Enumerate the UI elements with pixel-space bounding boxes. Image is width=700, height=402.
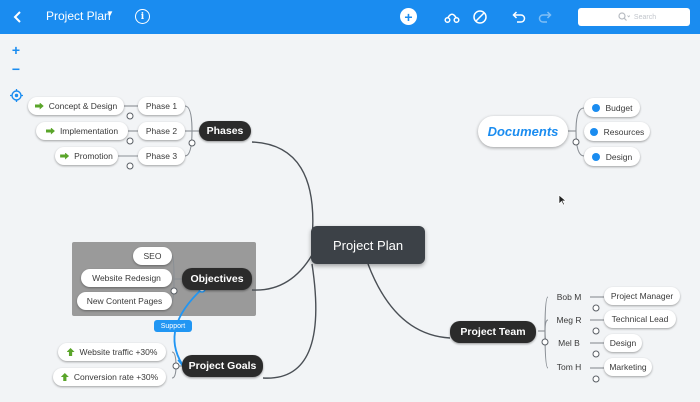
no-style-icon[interactable] — [472, 9, 488, 25]
up-arrow-icon — [66, 348, 75, 356]
center-map-icon[interactable] — [7, 86, 25, 104]
search-placeholder: Search — [633, 13, 657, 21]
relationship-link-icon[interactable] — [444, 9, 460, 25]
redo-icon[interactable] — [537, 9, 553, 25]
implementation-task[interactable]: Implementation — [36, 122, 128, 140]
undo-icon[interactable] — [511, 9, 527, 25]
search-input[interactable]: Search — [578, 8, 690, 26]
support-relationship-label[interactable]: Support — [154, 320, 192, 332]
top-toolbar: Project Plan ▼ i + Search — [0, 0, 700, 34]
team-member-role[interactable]: Marketing — [604, 358, 652, 376]
task-arrow-icon — [60, 152, 70, 160]
phase-1-node[interactable]: Phase 1 — [138, 97, 185, 115]
bullet-dot-icon — [589, 127, 598, 136]
add-topic-button[interactable]: + — [400, 8, 417, 25]
task-arrow-icon — [34, 102, 44, 110]
seo-node[interactable]: SEO — [133, 247, 172, 265]
team-member-name[interactable]: Tom H — [556, 362, 582, 372]
team-member-role[interactable]: Project Manager — [604, 287, 680, 305]
phase-2-node[interactable]: Phase 2 — [138, 122, 185, 140]
website-redesign-node[interactable]: Website Redesign — [81, 269, 172, 287]
bullet-dot-icon — [591, 152, 600, 161]
conversion-rate-goal[interactable]: Conversion rate +30% — [53, 368, 166, 386]
project-goals-topic[interactable]: Project Goals — [182, 355, 263, 377]
document-title[interactable]: Project Plan — [46, 9, 111, 23]
promotion-task[interactable]: Promotion — [55, 147, 118, 165]
info-icon[interactable]: i — [135, 9, 150, 24]
phase-3-node[interactable]: Phase 3 — [138, 147, 185, 165]
mouse-cursor-icon — [558, 193, 567, 211]
title-dropdown-caret-icon[interactable]: ▼ — [106, 9, 114, 18]
phases-topic[interactable]: Phases — [199, 121, 251, 141]
team-member-role[interactable]: Design — [604, 334, 642, 352]
new-content-pages-node[interactable]: New Content Pages — [77, 292, 172, 310]
objectives-topic[interactable]: Objectives — [182, 268, 252, 290]
concept-design-task[interactable]: Concept & Design — [28, 97, 124, 115]
documents-topic[interactable]: Documents — [478, 116, 568, 147]
zoom-out-button[interactable]: − — [11, 61, 21, 77]
search-icon — [618, 12, 630, 21]
design-document-node[interactable]: Design — [584, 147, 640, 166]
team-member-name[interactable]: Mel B — [558, 338, 580, 348]
bullet-dot-icon — [591, 103, 600, 112]
task-arrow-icon — [45, 127, 55, 135]
zoom-in-button[interactable]: + — [11, 42, 21, 58]
back-chevron-icon[interactable] — [8, 6, 28, 28]
team-member-role[interactable]: Technical Lead — [604, 310, 676, 328]
project-team-topic[interactable]: Project Team — [450, 321, 536, 343]
up-arrow-icon — [60, 373, 69, 381]
team-member-name[interactable]: Meg R — [556, 315, 582, 325]
budget-node[interactable]: Budget — [584, 98, 640, 117]
team-member-name[interactable]: Bob M — [556, 292, 582, 302]
website-traffic-goal[interactable]: Website traffic +30% — [58, 343, 166, 361]
resources-node[interactable]: Resources — [584, 122, 650, 141]
central-topic[interactable]: Project Plan — [311, 226, 425, 264]
